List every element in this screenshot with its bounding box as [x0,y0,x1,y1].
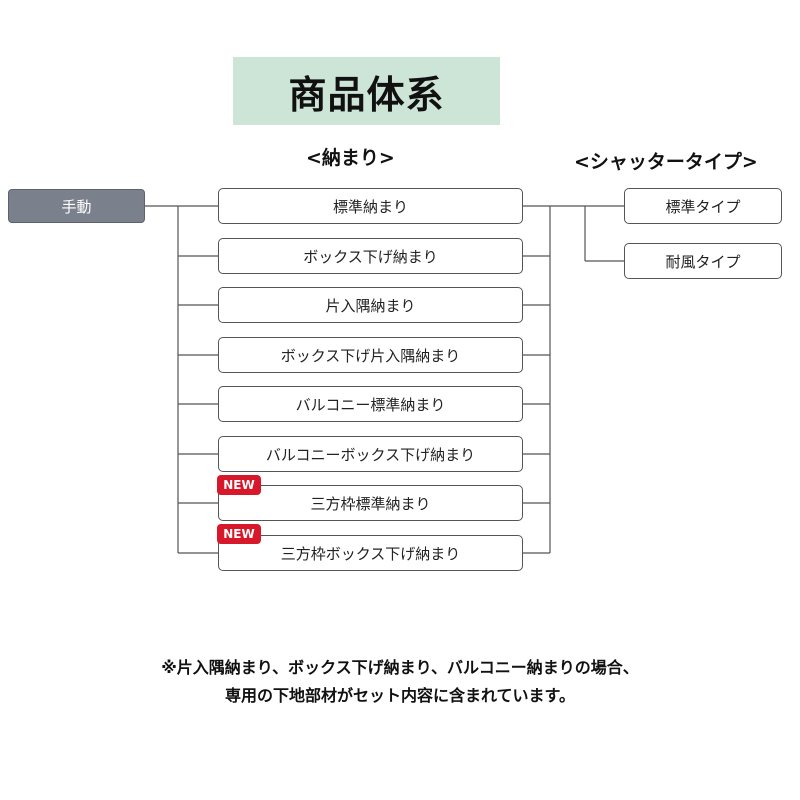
osamari-item-sanpouwaku-standard: 三方枠標準納まり [218,485,523,521]
osamari-item-balcony-standard: バルコニー標準納まり [218,386,523,422]
shutter-type-wind-resistant: 耐風タイプ [624,243,782,279]
shutter-type-column-header: <シャッタータイプ> [574,151,758,173]
note-line-2: 専用の下地部材がセット内容に含まれています。 [225,686,575,705]
osamari-item-box-sage: ボックス下げ納まり [218,238,523,274]
new-badge: NEW [217,475,261,495]
osamari-column-header: <納まり> [306,147,395,169]
osamari-item-kata-irisumi: 片入隅納まり [218,287,523,323]
new-badge: NEW [217,524,261,544]
osamari-item-balcony-box-sage: バルコニーボックス下げ納まり [218,436,523,472]
osamari-item-sanpouwaku-box-sage: 三方枠ボックス下げ納まり [218,535,523,571]
osamari-item-box-sage-kata-irisumi: ボックス下げ片入隅納まり [218,337,523,373]
shutter-type-standard: 標準タイプ [624,188,782,224]
page-title: 商品体系 [233,57,500,125]
note-line-1: ※片入隅納まり、ボックス下げ納まり、バルコニー納まりの場合、 [161,658,639,677]
osamari-item-standard: 標準納まり [218,188,523,224]
manual-root-node: 手動 [8,189,145,223]
